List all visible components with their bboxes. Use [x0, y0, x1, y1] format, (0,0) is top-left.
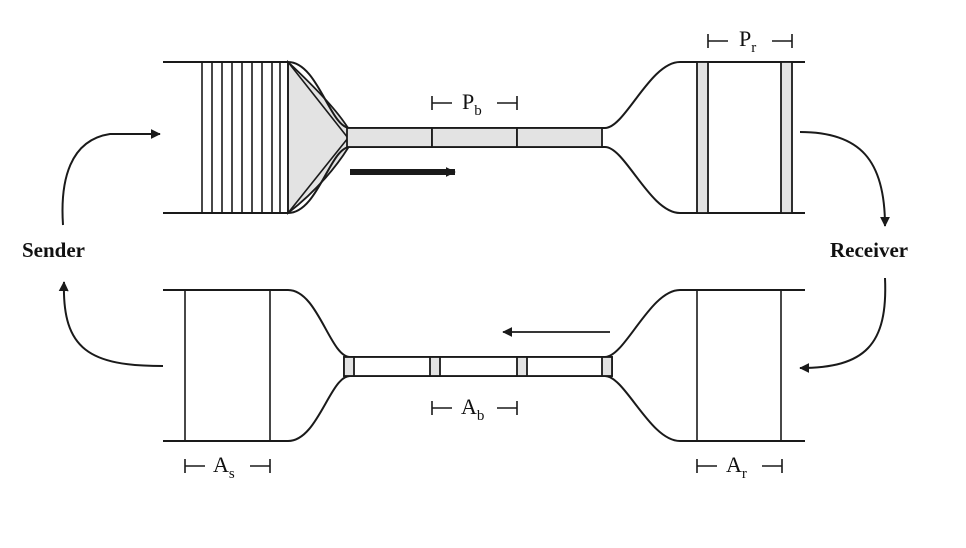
pipe-to-sender-arrow [58, 281, 164, 367]
receiver-packet [696, 61, 709, 214]
ack-bottleneck-band [343, 356, 613, 377]
pipe-to-receiver-arrow [799, 131, 890, 227]
receiver-packets [696, 61, 793, 214]
bottleneck-packet [346, 127, 433, 148]
receiver-packet [780, 61, 793, 214]
ab-annotation: Ab [431, 394, 518, 424]
ar-annotation: Ar [696, 452, 783, 482]
ack-pipe-outline-top [163, 289, 805, 358]
sender-label: Sender [22, 238, 85, 262]
sender-to-pipe-arrow [61, 129, 161, 226]
ack-packet [516, 356, 528, 377]
bottleneck-packets [346, 127, 603, 148]
sender-packet-funnel [287, 59, 349, 215]
svg-text:Ab: Ab [461, 394, 484, 424]
svg-text:As: As [213, 452, 235, 482]
data-path-pipe [163, 59, 805, 215]
receiver-label: Receiver [830, 238, 908, 262]
svg-text:Ar: Ar [726, 452, 747, 482]
receiver-to-pipe-arrow [799, 277, 887, 373]
pb-annotation: Pb [431, 89, 518, 119]
pr-annotation: Pr [707, 26, 793, 56]
ack-path-pipe [163, 289, 805, 442]
bottleneck-packet [516, 127, 603, 148]
ack-packet [429, 356, 441, 377]
svg-text:Pb: Pb [462, 89, 482, 119]
svg-text:Pr: Pr [739, 26, 756, 56]
ack-packet [601, 356, 613, 377]
sender-packet-stack [201, 61, 349, 214]
bottleneck-packet [431, 127, 518, 148]
as-annotation: As [184, 452, 271, 482]
ack-packet [343, 356, 355, 377]
